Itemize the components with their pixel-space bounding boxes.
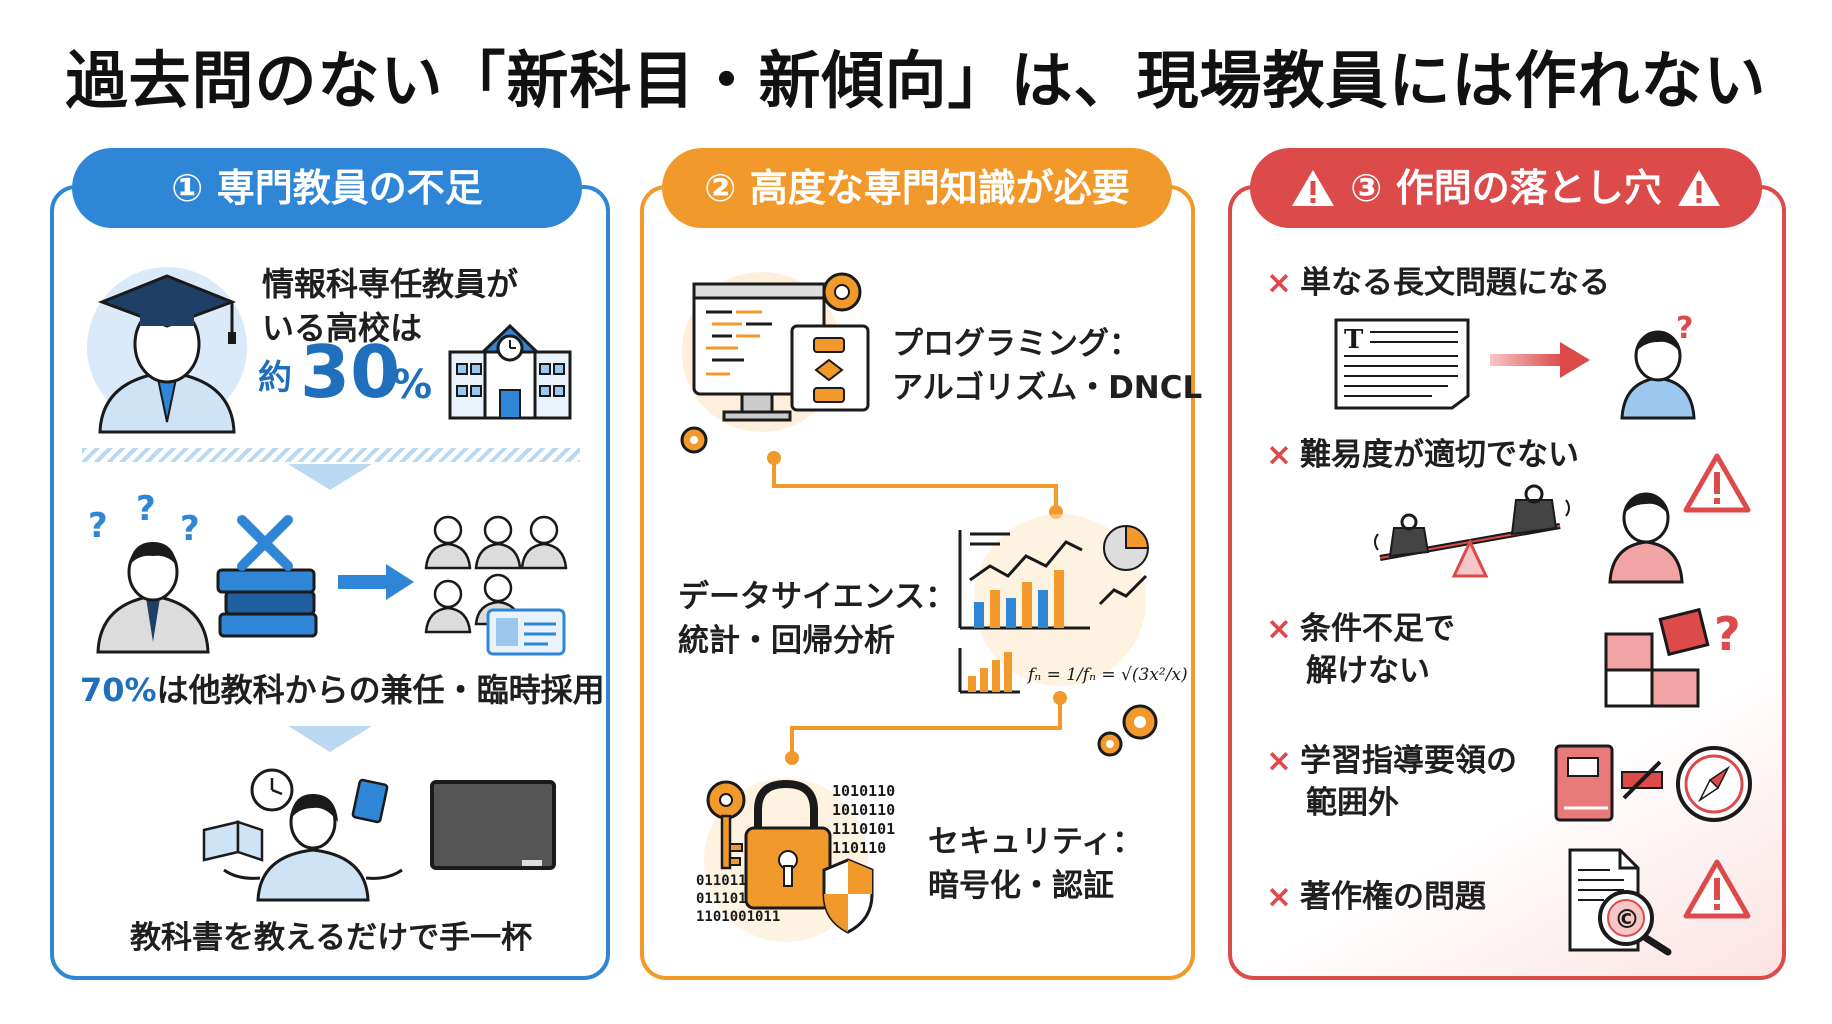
school-building-icon (448, 323, 572, 420)
panel3-header-label: ③ 作問の落とし穴 (1350, 166, 1662, 210)
seventy-percent-label: は他教科からの兼任・臨時採用 (156, 671, 605, 709)
doc-letter: T (1344, 325, 1364, 355)
binary-line: 1110101 (832, 820, 896, 838)
panel1-header: ① 専門教員の不足 (72, 148, 582, 228)
percent-sign: % (392, 362, 433, 408)
down-arrow-icon (288, 726, 372, 752)
panel-pitfalls (1228, 185, 1786, 980)
cross-icon: × (1266, 265, 1292, 301)
svg-text:?: ? (88, 506, 108, 546)
confused-person-icon: ? (1620, 311, 1696, 420)
pitfall-item-3: ×条件不足で 解けない (1266, 608, 1455, 692)
pitfall-item-5: ×著作権の問題 (1266, 876, 1486, 918)
binary-line: 1010110 (832, 801, 896, 819)
percent-value: 30 (300, 330, 401, 414)
binary-line: 011101 (696, 891, 747, 907)
svg-text:?: ? (136, 489, 156, 529)
busy-text: 教科書を教えるだけで手一杯 (130, 920, 533, 956)
warning-icon (1683, 859, 1751, 919)
books-cross-icon (216, 515, 318, 638)
security-lock-icon (704, 778, 874, 942)
warning-icon (1677, 170, 1720, 206)
unbalanced-scale-icon (1374, 484, 1570, 578)
pitfall-item-1: ×単なる長文問題になる (1266, 262, 1610, 304)
panel3-header: ③ 作問の落とし穴 (1250, 148, 1762, 228)
code-monitor-icon (680, 272, 870, 454)
pitfall-item-4: ×学習指導要領の 範囲外 (1266, 740, 1517, 824)
blackboard-icon (430, 780, 556, 870)
cross-icon: × (1266, 437, 1292, 473)
panel2-header-label: ② 高度な専門知識が必要 (704, 166, 1130, 210)
binary-line: 1010110 (832, 782, 896, 800)
connector-line (785, 691, 1067, 765)
svg-text:?: ? (1676, 311, 1693, 346)
panel2-header: ② 高度な専門知識が必要 (662, 148, 1172, 228)
pitfall-label: 単なる長文問題になる (1299, 265, 1610, 301)
data-science-line-1: データサイエンス： (678, 579, 957, 615)
busy-teacher-icon (202, 768, 403, 902)
security-line-2: 暗号化・認証 (928, 868, 1114, 904)
seventy-percent-text: 70%は他教科からの兼任・臨時採用 (80, 665, 605, 711)
missing-puzzle-icon: ? (1604, 607, 1741, 708)
binary-line: 011011 (696, 873, 747, 889)
binary-code-right: 1010110 1010110 1110101 110110 (832, 782, 895, 858)
gears-icon (1097, 704, 1158, 757)
formula-text: fₙ = 1/fₙ = √(3x²/x) (1026, 665, 1188, 685)
right-arrow-icon (338, 564, 414, 600)
long-document-icon: T (1334, 318, 1470, 410)
graduate-teacher-icon (87, 267, 247, 434)
right-arrow-icon (1490, 342, 1590, 378)
teacher-line-1: 情報科専任教員が (262, 265, 519, 303)
divider-stripe (82, 448, 580, 462)
pitfall-label: 難易度が適切でない (1299, 437, 1579, 473)
cross-icon: × (1266, 743, 1292, 779)
seventy-percent-value: 70% (80, 671, 157, 709)
warning-icon (1683, 453, 1751, 513)
pitfall-label: 著作権の問題 (1299, 879, 1486, 915)
connector-line (767, 451, 1063, 519)
staff-group-icon (424, 515, 568, 656)
data-science-chart-icon: fₙ = 1/fₙ = √(3x²/x) (958, 514, 1188, 694)
confused-teacher-icon: ? ? ? (88, 489, 210, 654)
svg-text:?: ? (1714, 607, 1741, 661)
data-science-text: データサイエンス： 統計・回帰分析 (678, 575, 956, 663)
pitfall-label: 学習指導要領の (1299, 743, 1517, 779)
teacher-ratio-text: 情報科専任教員が いる高校は (262, 262, 518, 350)
binary-line: 110110 (832, 839, 887, 857)
cross-icon: × (1266, 611, 1292, 647)
warning-icon (1292, 170, 1335, 206)
copyright-symbol: © (1614, 905, 1640, 935)
page-title: 過去問のない「新科目・新傾向」は、現場教員には作れない (65, 44, 1767, 117)
cross-icon: × (1266, 879, 1292, 915)
pitfall-label-line2: 解けない (1306, 653, 1430, 689)
programming-text: プログラミング： アルゴリズム・DNCL (892, 322, 1202, 410)
security-text: セキュリティ： 暗号化・認証 (928, 820, 1143, 908)
pitfall-label-line2: 範囲外 (1306, 785, 1399, 821)
pitfall-item-2: ×難易度が適切でない (1266, 434, 1579, 476)
programming-line-1: プログラミング： (892, 326, 1140, 362)
teacher-line-2: いる高校は (262, 309, 423, 347)
worried-person-icon (1608, 492, 1684, 584)
down-arrow-icon (288, 464, 372, 490)
security-line-1: セキュリティ： (928, 824, 1144, 860)
data-science-line-2: 統計・回帰分析 (678, 623, 895, 659)
pitfall-label: 条件不足で (1299, 611, 1455, 647)
panel1-header-label: ① 専門教員の不足 (171, 166, 483, 210)
binary-code-left: 011011 011101 1101001011 (696, 872, 780, 926)
svg-text:?: ? (180, 509, 200, 549)
copyright-document-icon: © (1568, 848, 1672, 956)
approx-label: 約 (258, 358, 292, 398)
guideline-book-icon (1554, 744, 1752, 822)
binary-line: 1101001011 (696, 909, 781, 925)
programming-line-2: アルゴリズム・DNCL (892, 370, 1203, 406)
